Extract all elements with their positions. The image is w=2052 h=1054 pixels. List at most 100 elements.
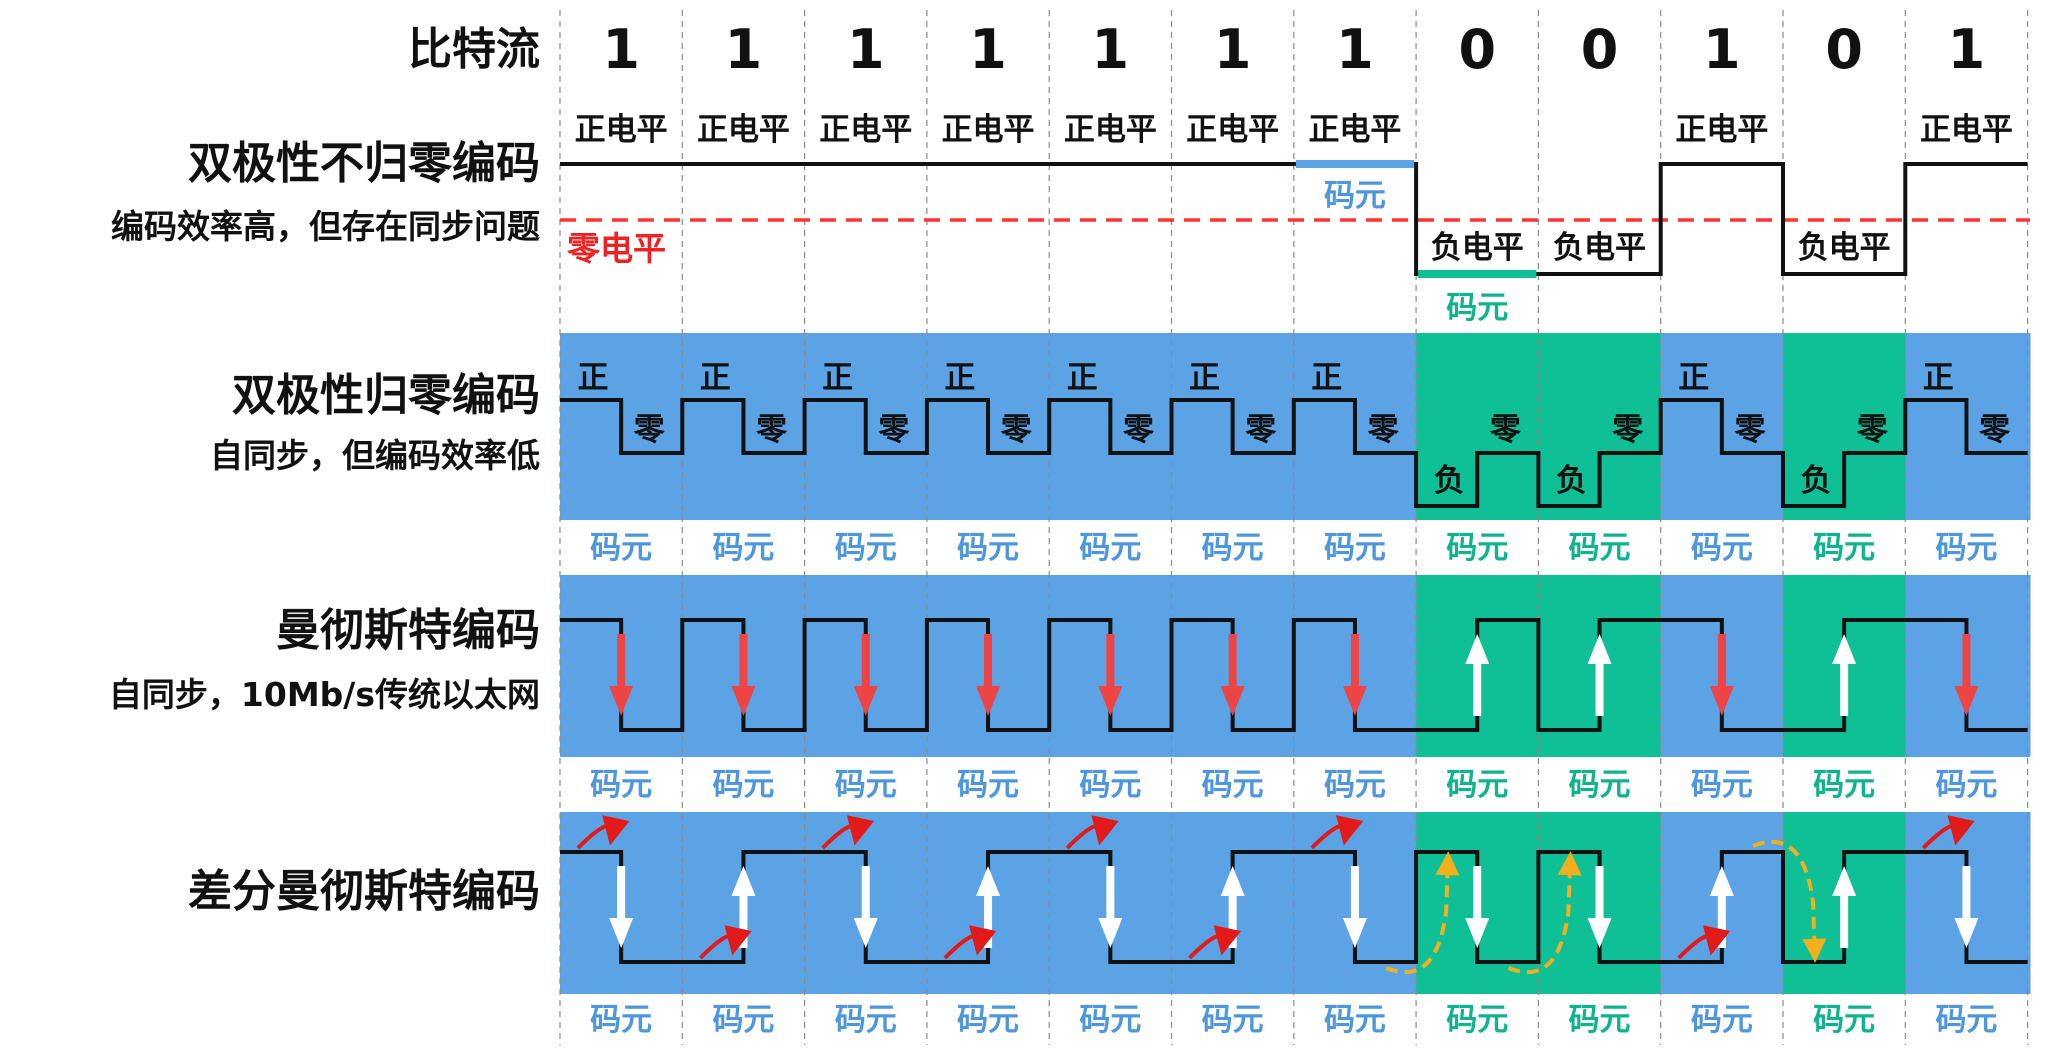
diff-manchester-up-arrow (1220, 866, 1245, 896)
rz-symbol-label: 码元 (712, 530, 774, 566)
diff-manchester-no-transition-arrow (1310, 815, 1364, 850)
manchester-symbol-label: 码元 (1446, 767, 1508, 803)
bit-value-11: 1 (1948, 18, 1986, 81)
manchester-symbol-label: 码元 (1935, 767, 1997, 803)
manchester-symbol-label: 码元 (590, 767, 652, 803)
diff-manchester-transition-arrow (1385, 851, 1460, 975)
rz-symbol-label: 码元 (1569, 530, 1631, 566)
manchester-up-arrow (1832, 634, 1857, 664)
diff-manchester-down-arrow (609, 918, 634, 948)
diff-manchester-no-transition-arrow (943, 925, 997, 960)
rz-symbol-label: 码元 (1324, 530, 1386, 566)
diff-manchester-up-arrow (976, 866, 1001, 896)
manchester-down-arrow (1954, 686, 1979, 716)
nrz-negative-label: 负电平 (1553, 230, 1646, 266)
diff-manchester-no-transition-arrow (1188, 925, 1242, 960)
rz-positive-label: 正 (1311, 360, 1342, 396)
nrz-positive-label: 正电平 (1186, 112, 1279, 148)
diff-manchester-down-arrow (1954, 918, 1979, 948)
diff-manchester-symbol-label: 码元 (1446, 1002, 1508, 1038)
rz-positive-label: 正 (822, 360, 853, 396)
rz-zero-label: 零 (1368, 412, 1400, 448)
manchester-down-arrow (1709, 686, 1734, 716)
nrz-negative-label: 负电平 (1798, 230, 1891, 266)
rz-symbol-label: 码元 (1202, 530, 1264, 566)
rz-positive-label: 正 (1678, 360, 1709, 396)
nrz-positive-label: 正电平 (1064, 112, 1157, 148)
manchester-symbol-label: 码元 (1569, 767, 1631, 803)
rz-symbol-label: 码元 (1446, 530, 1508, 566)
diff-manchester-no-transition-arrow (1065, 815, 1119, 850)
rz-positive-label: 正 (1189, 360, 1220, 396)
manchester-symbol-label: 码元 (1202, 767, 1264, 803)
rz-zero-label: 零 (1490, 412, 1522, 448)
manchester-symbol-label: 码元 (1324, 767, 1386, 803)
diff-manchester-symbol-label: 码元 (1935, 1002, 1997, 1038)
bit-value-3: 1 (969, 18, 1007, 81)
diff-manchester-down-arrow (1342, 918, 1367, 948)
bit-value-5: 1 (1214, 18, 1252, 81)
diff-manchester-down-arrow (1587, 918, 1612, 948)
rz-zero-label: 零 (1857, 412, 1889, 448)
manchester-symbol-label: 码元 (1813, 767, 1875, 803)
rz-signal-line (560, 398, 2028, 508)
manchester-symbol-label: 码元 (1691, 767, 1753, 803)
manchester-up-arrow (1587, 634, 1612, 664)
diff-manchester-transition-arrow (1507, 851, 1582, 975)
diff-manchester-no-transition-arrow (1921, 815, 1975, 850)
rz-symbol-label: 码元 (1935, 530, 1997, 566)
bit-value-6: 1 (1336, 18, 1374, 81)
rz-positive-label: 正 (944, 360, 975, 396)
rz-zero-label: 零 (1612, 412, 1644, 448)
diff-manchester-symbol-label: 码元 (590, 1002, 652, 1038)
manchester-note: 自同步，10Mb/s传统以太网 (109, 675, 540, 714)
diff-manchester-symbol-label: 码元 (1569, 1002, 1631, 1038)
bitstream-label: 比特流 (408, 24, 540, 75)
bit-value-8: 0 (1581, 18, 1619, 81)
manchester-down-arrow (976, 686, 1001, 716)
manchester-down-arrow (1342, 686, 1367, 716)
rz-zero-label: 零 (878, 412, 910, 448)
bit-value-1: 1 (725, 18, 763, 81)
rz-symbol-label: 码元 (590, 530, 652, 566)
rz-negative-label: 负 (1556, 463, 1587, 499)
rz-zero-label: 零 (1001, 412, 1033, 448)
manchester-down-arrow (731, 686, 756, 716)
rz-negative-label: 负 (1801, 463, 1832, 499)
bit-value-10: 0 (1825, 18, 1863, 81)
diff-manchester-transition-arrow (1752, 839, 1827, 963)
rz-positive-label: 正 (1923, 360, 1954, 396)
diff-manchester-symbol-label: 码元 (712, 1002, 774, 1038)
nrz-positive-label: 正电平 (697, 112, 790, 148)
diff-manchester-down-arrow (853, 918, 878, 948)
rz-symbol-label: 码元 (1813, 530, 1875, 566)
manchester-down-arrow (1098, 686, 1123, 716)
rz-symbol-label: 码元 (1691, 530, 1753, 566)
rz-positive-label: 正 (700, 360, 731, 396)
diff-manchester-symbol-label: 码元 (1079, 1002, 1141, 1038)
nrz-positive-label: 正电平 (575, 112, 668, 148)
rz-zero-label: 零 (634, 412, 666, 448)
diff-manchester-no-transition-arrow (821, 815, 875, 850)
rz-zero-label: 零 (1245, 412, 1277, 448)
diff-manchester-no-transition-arrow (576, 815, 630, 850)
nrz-positive-label: 正电平 (819, 112, 912, 148)
rz-title: 双极性归零编码 (232, 370, 540, 421)
nrz-title: 双极性不归零编码 (188, 138, 540, 189)
manchester-symbol-label: 码元 (835, 767, 897, 803)
rz-negative-label: 负 (1434, 463, 1465, 499)
bit-value-2: 1 (847, 18, 885, 81)
rz-positive-label: 正 (1067, 360, 1098, 396)
rz-symbol-label: 码元 (1079, 530, 1141, 566)
diff-manchester-symbol-label: 码元 (1202, 1002, 1264, 1038)
rz-zero-label: 零 (756, 412, 788, 448)
manchester-down-arrow (853, 686, 878, 716)
bit-value-4: 1 (1092, 18, 1130, 81)
diff-manchester-up-arrow (1832, 866, 1857, 896)
nrz-symbol-label-1: 码元 (1324, 178, 1386, 214)
bit-value-7: 0 (1458, 18, 1496, 81)
nrz-positive-label: 正电平 (942, 112, 1035, 148)
manchester-down-arrow (609, 686, 634, 716)
diff-manchester-symbol-label: 码元 (1691, 1002, 1753, 1038)
